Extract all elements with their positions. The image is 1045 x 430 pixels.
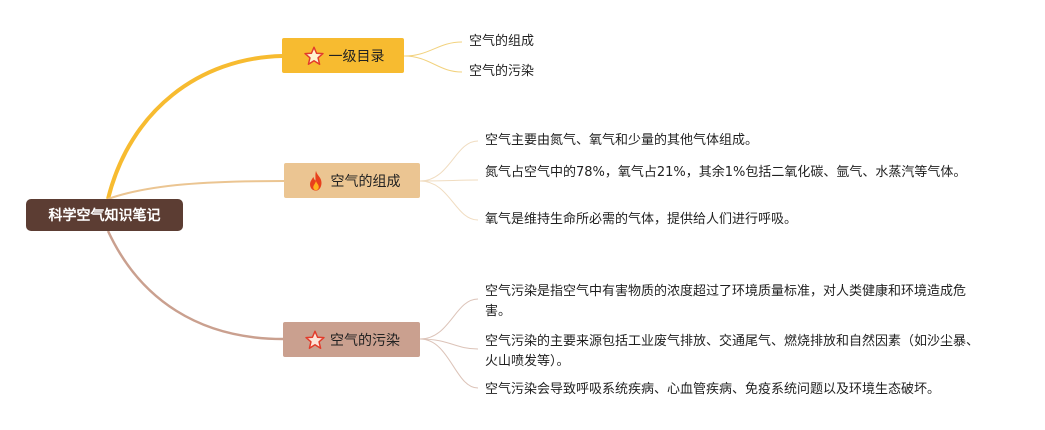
connector-b1-leaf-2 (403, 55, 463, 73)
branch-label: 一级目录 (328, 48, 385, 65)
leaf-directory-1[interactable]: 空气的组成 (469, 34, 535, 49)
leaf-pollution-1[interactable]: 空气污染是指空气中有害物质的浓度超过了环境质量标准，对人类健康和环境造成危害。 (485, 284, 967, 319)
leaf-pollution-3[interactable]: 空气污染会导致呼吸系统疾病、心血管疾病、免疫系统问题以及环境生态破坏。 (485, 382, 941, 397)
leaf-composition-3[interactable]: 氧气是维持生命所必需的气体，提供给人们进行呼吸。 (485, 212, 798, 227)
branch-label: 空气的污染 (330, 332, 400, 349)
connector-b3-leaf-1 (419, 298, 479, 340)
leaf-directory-2[interactable]: 空气的污染 (469, 64, 535, 79)
star-icon (303, 328, 327, 352)
star-icon (302, 44, 326, 68)
connector-root-b2 (107, 180, 285, 200)
leaf-composition-1[interactable]: 空气主要由氮气、氧气和少量的其他气体组成。 (485, 133, 759, 148)
connector-b3-leaf-3 (419, 338, 479, 389)
branch-node-directory[interactable]: 一级目录 (282, 38, 404, 73)
connector-b2-leaf-1 (419, 140, 479, 182)
connector-b1-leaf-1 (403, 41, 463, 57)
connector-b2-leaf-3 (419, 180, 479, 221)
fire-icon (304, 169, 328, 193)
branch-node-pollution[interactable]: 空气的污染 (283, 322, 420, 357)
branch-label: 空气的组成 (330, 173, 401, 190)
connector-b3-leaf-2 (419, 338, 479, 350)
leaf-pollution-2[interactable]: 空气污染的主要来源包括工业废气排放、交通尾气、燃烧排放和自然因素（如沙尘暴、火山… (485, 334, 980, 369)
connector-root-b1 (106, 54, 283, 200)
connector-root-b3 (106, 230, 284, 341)
branch-node-composition[interactable]: 空气的组成 (284, 163, 420, 198)
connector-b2-leaf-2 (419, 179, 479, 182)
root-label: 科学空气知识笔记 (48, 208, 161, 224)
leaf-composition-2[interactable]: 氮气占空气中的78%，氧气占21%，其余1%包括二氧化碳、氩气、水蒸汽等气体。 (485, 165, 967, 180)
root-node[interactable]: 科学空气知识笔记 (26, 199, 183, 231)
